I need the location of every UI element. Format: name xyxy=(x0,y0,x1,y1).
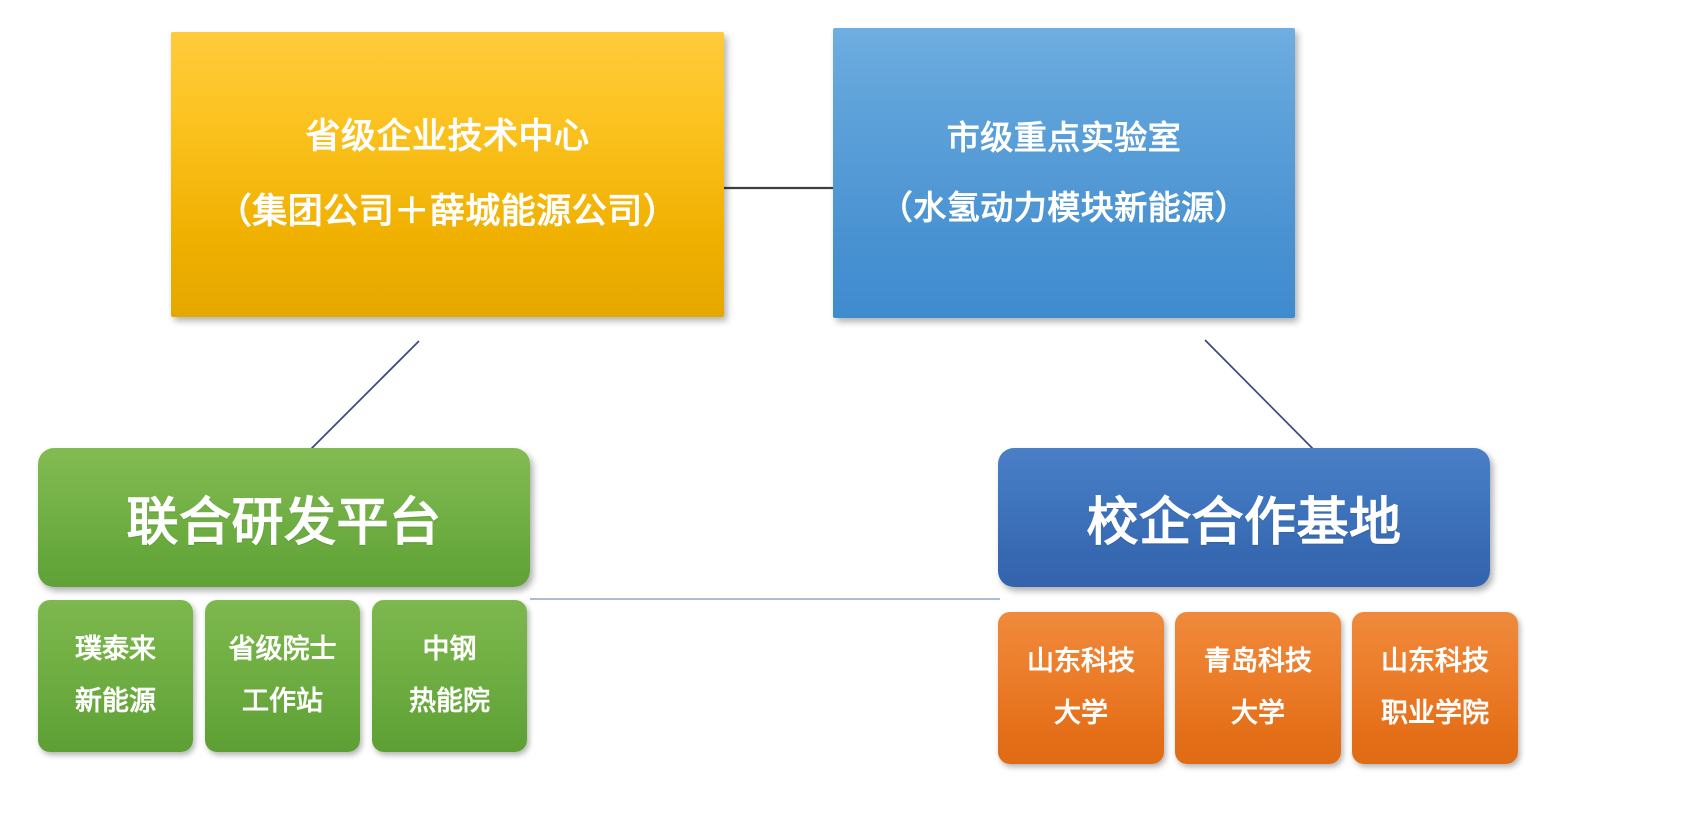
node-city-key-lab[interactable]: 市级重点实验室 （水氢动力模块新能源） xyxy=(833,28,1295,318)
node-school-enterprise-base-label: 校企合作基地 xyxy=(1086,494,1402,552)
leaf-joint-rd-child-2[interactable]: 省级院士 工作站 xyxy=(205,600,360,752)
leaf-school-base-child-1-line1: 山东科技 xyxy=(1027,646,1135,677)
leaf-school-base-child-1[interactable]: 山东科技 大学 xyxy=(998,612,1164,764)
node-city-key-lab-line1: 市级重点实验室 xyxy=(946,119,1182,157)
leaf-joint-rd-child-1[interactable]: 璞泰来 新能源 xyxy=(38,600,193,752)
node-provincial-tech-center-line2: （集团公司＋薛城能源公司） xyxy=(216,191,679,231)
node-school-enterprise-base[interactable]: 校企合作基地 xyxy=(998,448,1490,587)
leaf-joint-rd-child-3-line2: 热能院 xyxy=(409,686,490,716)
leaf-joint-rd-child-1-line1: 璞泰来 xyxy=(75,634,156,665)
leaf-school-base-child-2[interactable]: 青岛科技 大学 xyxy=(1175,612,1341,764)
leaf-joint-rd-child-1-line2: 新能源 xyxy=(75,686,156,716)
leaf-school-base-child-2-line1: 青岛科技 xyxy=(1204,646,1312,677)
leaf-school-base-child-3-line2: 职业学院 xyxy=(1381,698,1489,728)
node-provincial-tech-center[interactable]: 省级企业技术中心 （集团公司＋薛城能源公司） xyxy=(171,32,724,317)
leaf-joint-rd-child-2-line1: 省级院士 xyxy=(228,634,337,665)
leaf-school-base-child-3[interactable]: 山东科技 职业学院 xyxy=(1352,612,1518,764)
node-joint-rd-platform[interactable]: 联合研发平台 xyxy=(38,448,530,587)
leaf-joint-rd-child-3-line1: 中钢 xyxy=(422,634,477,665)
leaf-school-base-child-1-line2: 大学 xyxy=(1054,698,1108,728)
leaf-school-base-child-3-line1: 山东科技 xyxy=(1381,646,1489,677)
node-city-key-lab-line2: （水氢动力模块新能源） xyxy=(879,189,1249,226)
leaf-joint-rd-child-3[interactable]: 中钢 热能院 xyxy=(372,600,527,752)
leaf-joint-rd-child-2-line2: 工作站 xyxy=(242,686,323,716)
leaf-school-base-child-2-line2: 大学 xyxy=(1231,698,1285,728)
node-provincial-tech-center-line1: 省级企业技术中心 xyxy=(305,117,590,157)
node-joint-rd-platform-label: 联合研发平台 xyxy=(126,494,442,552)
